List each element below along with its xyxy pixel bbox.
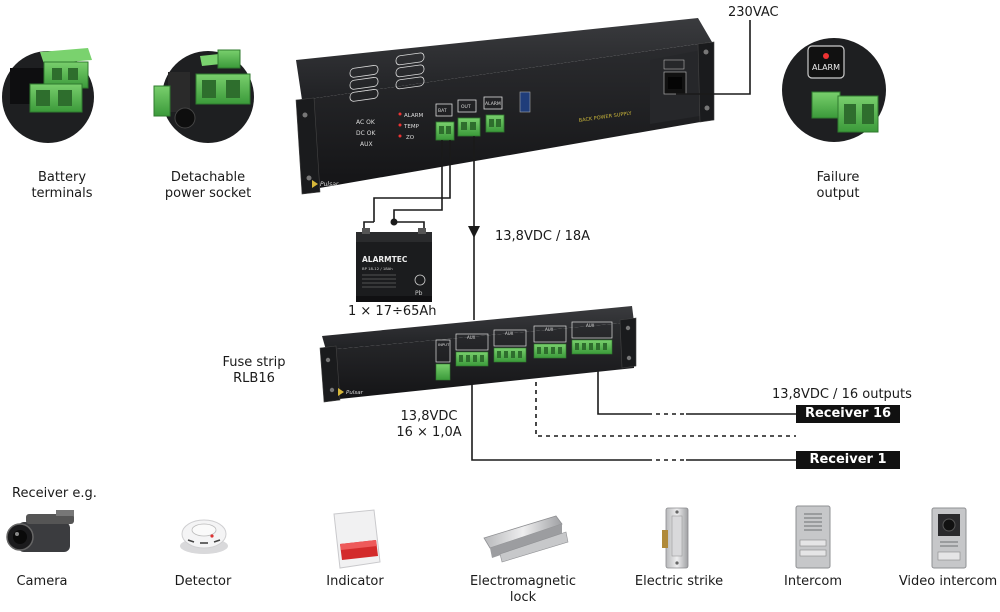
psu-led-zo: ZO [406, 135, 415, 141]
label-fuse-strip-line2: RLB16 [233, 371, 275, 386]
receiver-label-indicator: Indicator [326, 574, 384, 589]
fuse-strip-input-label: INPUT [438, 342, 450, 347]
svg-text:Pulsar: Pulsar [320, 181, 339, 188]
receiver-16-box: Receiver 16 [796, 405, 900, 423]
electric-strike-icon [662, 507, 689, 569]
psu-led-temp: TEMP [403, 124, 420, 130]
psu-battery-terminal [435, 121, 455, 141]
battery: ALARMTEC BP 18-12 / 18Ah Pb [356, 228, 432, 302]
label-strip-output-line2: 16 × 1,0A [396, 425, 462, 440]
label-strip-output-line1: 13,8VDC [400, 409, 458, 424]
psu-terminal-label-bat: BAT [438, 108, 447, 114]
receiver-label-electromagnetic-lock: Electromagnetic lock [469, 574, 577, 605]
psu-led-aux: AUX [360, 141, 373, 148]
label-strip-output: 13,8VDC 16 × 1,0A [384, 409, 474, 441]
fuse-strip-device: INPUT AUX AUX AUX AUX Pulsar [319, 306, 637, 403]
battery-model: BP 18-12 / 18Ah [362, 266, 393, 271]
psu-brand-logo: Pulsar [312, 180, 339, 188]
label-battery-terminals-line2: terminals [31, 186, 93, 201]
label-failure-output-line2: output [816, 186, 860, 201]
fuse-strip-group-3: AUX [545, 327, 554, 332]
psu-alarm-terminal [485, 114, 505, 133]
receiver-label-detector: Detector [174, 574, 232, 589]
fuse-strip-group-4: AUX [586, 323, 595, 328]
electromagnetic-lock-icon [483, 515, 569, 563]
label-battery-capacity: 1 × 17÷65Ah [348, 304, 437, 319]
label-mains: 230VAC [728, 5, 779, 20]
label-detachable-socket-line1: Detachable [170, 170, 246, 185]
label-fuse-strip-line1: Fuse strip [222, 355, 286, 370]
intermediate-receivers-wire [535, 374, 796, 437]
label-receiver-eg: Receiver e.g. [12, 486, 97, 501]
receiver-1-box: Receiver 1 [796, 451, 900, 469]
svg-text:Pulsar: Pulsar [346, 390, 364, 396]
label-main-output: 13,8VDC / 18A [495, 229, 591, 244]
psu-led-dc-ok: DC OK [356, 130, 376, 137]
psu-led-ac-ok: AC OK [356, 119, 376, 126]
video-intercom-icon [931, 507, 967, 569]
label-failure-output: Failure output [778, 170, 898, 202]
psu-terminal-frame [435, 96, 503, 117]
siren-icon [333, 509, 381, 569]
inset-failure-output: ALARM [782, 38, 886, 142]
label-outputs-count: 13,8VDC / 16 outputs [772, 387, 912, 402]
power-supply-unit: AC OK DC OK AUX ALARM TEMP ZO BAT OUT AL… [295, 18, 715, 195]
intercom-icon [795, 505, 831, 569]
battery-junction [390, 218, 398, 226]
psu-terminal-label-alarm: ALARM [485, 101, 501, 107]
alarm-led-label: ALARM [812, 63, 840, 72]
mains-wire [676, 20, 751, 95]
receiver-label-electric-strike: Electric strike [634, 574, 724, 589]
svg-text:Pb: Pb [415, 290, 423, 297]
fuse-strip-brand-logo: Pulsar [338, 388, 364, 396]
psu-switch [519, 91, 531, 113]
label-battery-terminals-line1: Battery [37, 170, 87, 185]
fuse-strip-group-2: AUX [505, 331, 514, 336]
inset-detachable-socket [153, 49, 254, 143]
battery-brand: ALARMTEC [362, 255, 408, 264]
inset-battery-terminals [2, 48, 94, 143]
receiver-label-video-intercom: Video intercom [898, 574, 998, 589]
camera-icon [6, 510, 74, 552]
psu-output-terminal [457, 117, 481, 137]
psu-indicator-panel-left [349, 64, 379, 102]
psu-led-alarm: ALARM [404, 113, 424, 119]
label-battery-terminals: Battery terminals [2, 170, 122, 202]
receiver-label-intercom: Intercom [784, 574, 842, 589]
receiver-16-wire [597, 360, 648, 415]
label-detachable-socket-line2: power socket [164, 186, 252, 201]
label-failure-output-line1: Failure [816, 170, 860, 185]
fuse-strip-group-1: AUX [467, 335, 476, 340]
smoke-detector-icon [180, 519, 228, 554]
fuse-strip-input-terminal [435, 363, 451, 381]
psu-mains-socket [663, 59, 687, 95]
output-arrow [468, 226, 480, 238]
psu-terminal-label-out: OUT [461, 104, 471, 110]
label-fuse-strip: Fuse strip RLB16 [214, 355, 294, 387]
fuse-strip-output-terminals [455, 339, 613, 367]
battery-wire-a [393, 140, 443, 222]
battery-wire-b [373, 140, 451, 222]
receiver-label-camera: Camera [16, 574, 68, 589]
label-detachable-socket: Detachable power socket [145, 170, 271, 202]
receiver-1-wire [471, 380, 648, 461]
